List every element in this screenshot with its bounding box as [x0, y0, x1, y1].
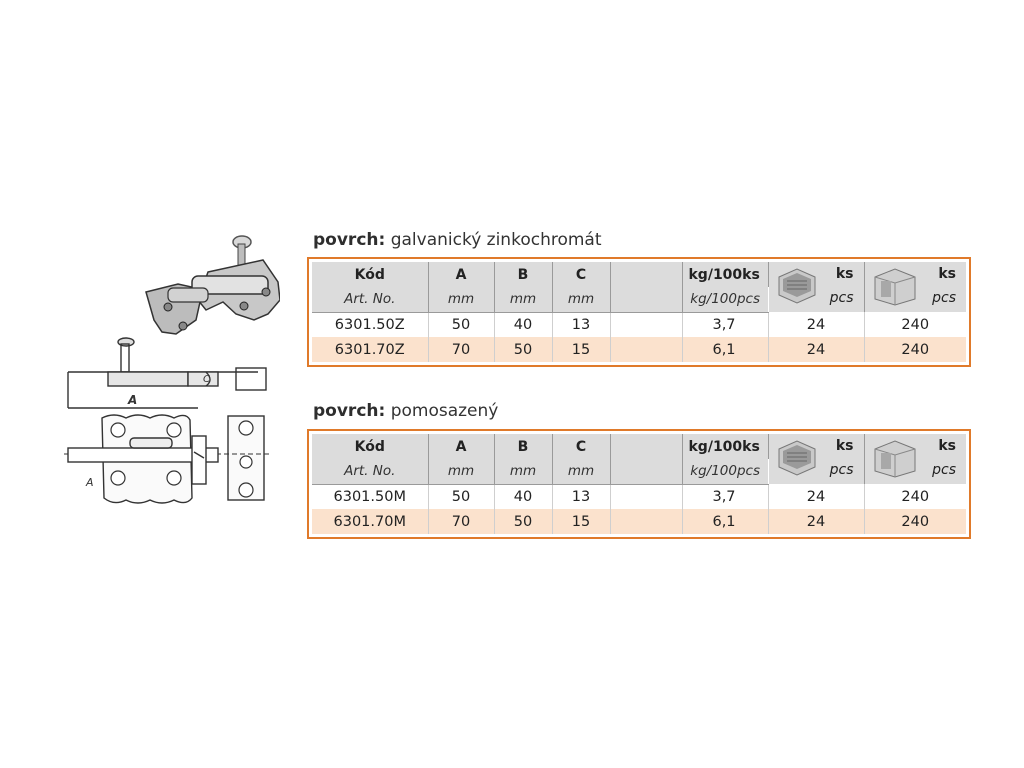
- cell-c: 13: [552, 312, 611, 337]
- table-row: 6301.70M 70 50 15 6,1 24 240: [312, 509, 966, 534]
- side-view-drawing: [67, 337, 267, 409]
- header-ks1: ks: [835, 438, 854, 454]
- carton-icon: [874, 268, 915, 306]
- subheader-a: mm: [428, 287, 495, 313]
- header-c: C: [552, 262, 611, 287]
- table-header-row: Kód A B C kg/100ks ks pcs: [312, 262, 966, 312]
- cell-kg: 6,1: [682, 337, 769, 362]
- cell-a: 70: [428, 509, 495, 534]
- subheader-kg: kg/100pcs: [682, 287, 768, 313]
- subheader-c: mm: [552, 459, 611, 485]
- section-title-value: pomosazený: [385, 401, 499, 421]
- subheader-b: mm: [494, 459, 553, 485]
- cell-ks2: 240: [901, 341, 930, 358]
- section-title-label: povrch:: [313, 401, 386, 421]
- header-carton-pack: ks pcs: [864, 262, 966, 312]
- subheader-kg: kg/100pcs: [682, 459, 768, 485]
- small-box-icon: [778, 268, 815, 304]
- header-kg: kg/100ks: [682, 262, 769, 287]
- subheader-ks2: pcs: [932, 462, 956, 478]
- header-kg: kg/100ks: [682, 434, 769, 459]
- door-bolt-photo: [58, 222, 281, 352]
- header-kod: Kód: [312, 262, 429, 287]
- dimension-a-label: A: [127, 393, 137, 407]
- product-table-zinc: Kód A B C kg/100ks ks pcs: [307, 257, 971, 367]
- cell-kg: 3,7: [682, 484, 769, 509]
- cell-kg: 3,7: [682, 312, 769, 337]
- subheader-c: mm: [552, 287, 611, 313]
- cell-b: 40: [494, 484, 553, 509]
- header-c: C: [552, 434, 611, 459]
- small-box-icon: [778, 440, 815, 476]
- cell-c: 15: [552, 337, 611, 362]
- table-subheader-row: Art. No. mm mm mm kg/100pcs: [312, 287, 966, 313]
- header-ks2: ks: [938, 438, 956, 454]
- cell-ks2: 240: [901, 488, 930, 505]
- cell-gap: [610, 312, 683, 337]
- header-a: A: [428, 434, 495, 459]
- table-row: 6301.50Z 50 40 13 3,7 24 240: [312, 312, 966, 337]
- product-illustration: A C A: [58, 222, 281, 546]
- cell-a: 50: [428, 484, 495, 509]
- header-a: A: [428, 262, 495, 287]
- subheader-kod: Art. No.: [312, 287, 429, 313]
- carton-icon: [874, 440, 915, 478]
- subheader-gap: [610, 287, 683, 313]
- cell-a: 70: [428, 337, 495, 362]
- cell-ks1: 24: [768, 509, 865, 534]
- table-row: 6301.50M 50 40 13 3,7 24 240: [312, 484, 966, 509]
- product-table-brass: Kód A B C kg/100ks ks pcs: [307, 429, 971, 539]
- subheader-ks1: pcs: [829, 290, 854, 306]
- cell-kod: 6301.70M: [312, 509, 429, 534]
- header-ks2: ks: [938, 266, 956, 282]
- subheader-b: mm: [494, 287, 553, 313]
- header-b: B: [494, 434, 553, 459]
- cell-b: 50: [494, 337, 553, 362]
- cell-kg: 6,1: [682, 509, 769, 534]
- header-b: B: [494, 262, 553, 287]
- section-title-brass: povrch: pomosazený: [313, 401, 498, 421]
- header-box-pack: ks pcs: [768, 434, 865, 484]
- header-gap: [610, 434, 683, 459]
- cell-c: 13: [552, 484, 611, 509]
- dimension-a2-label: A: [85, 476, 94, 489]
- door-bolt-drawing: A C A: [58, 222, 281, 504]
- cell-ks1: 24: [768, 312, 865, 337]
- cell-ks2: 240: [901, 316, 930, 333]
- section-title-value: galvanický zinkochromát: [385, 230, 602, 250]
- cell-b: 40: [494, 312, 553, 337]
- dimension-c-label: C: [203, 374, 210, 385]
- cell-kod: 6301.70Z: [312, 337, 429, 362]
- section-title-label: povrch:: [313, 230, 386, 250]
- header-gap: [610, 262, 683, 287]
- subheader-a: mm: [428, 459, 495, 485]
- subheader-ks2: pcs: [932, 290, 956, 306]
- cell-gap: [610, 337, 683, 362]
- cell-c: 15: [552, 509, 611, 534]
- cell-gap: [610, 484, 683, 509]
- spec-table: Kód A B C kg/100ks ks pcs: [312, 262, 966, 362]
- header-carton-pack: ks pcs: [864, 434, 966, 484]
- cell-ks1: 24: [768, 337, 865, 362]
- cell-ks1: 24: [768, 484, 865, 509]
- cell-a: 50: [428, 312, 495, 337]
- cell-ks2: 240: [901, 513, 930, 530]
- cell-b: 50: [494, 509, 553, 534]
- header-ks1: ks: [835, 266, 854, 282]
- subheader-kod: Art. No.: [312, 459, 429, 485]
- spec-table: Kód A B C kg/100ks ks pcs: [312, 434, 966, 534]
- cell-gap: [610, 509, 683, 534]
- section-title-zinc: povrch: galvanický zinkochromát: [313, 230, 602, 250]
- header-box-pack: ks pcs: [768, 262, 865, 312]
- header-kod: Kód: [312, 434, 429, 459]
- subheader-gap: [610, 459, 683, 485]
- subheader-ks1: pcs: [829, 462, 854, 478]
- cell-kod: 6301.50M: [312, 484, 429, 509]
- cell-kod: 6301.50Z: [312, 312, 429, 337]
- table-row: 6301.70Z 70 50 15 6,1 24 240: [312, 337, 966, 362]
- table-header-row: Kód A B C kg/100ks ks pcs: [312, 434, 966, 484]
- screw-holes: [110, 420, 254, 498]
